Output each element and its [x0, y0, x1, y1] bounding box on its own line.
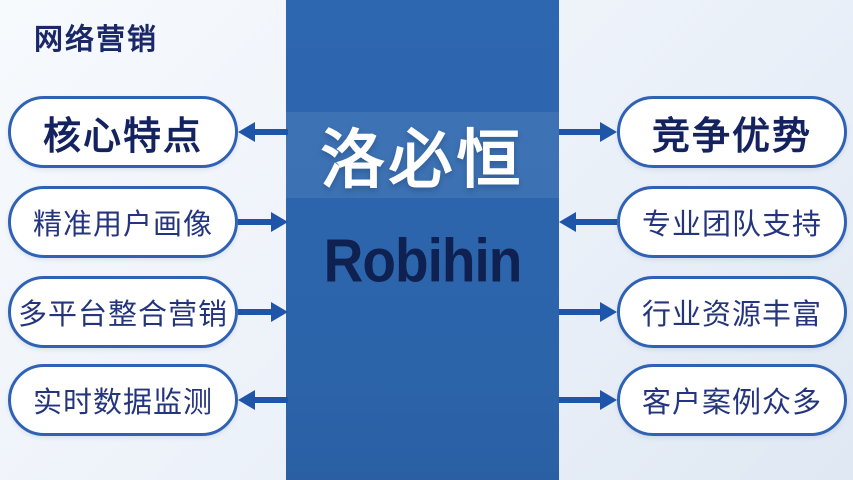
pill-core-features-label: 核心特点	[42, 115, 203, 158]
arrow-head-icon	[600, 390, 617, 410]
arrow-professional-team	[559, 212, 617, 232]
arrow-shaft	[250, 397, 288, 403]
arrow-shaft	[238, 219, 276, 225]
arrow-customer-cases	[559, 390, 617, 410]
arrow-head-icon	[271, 302, 288, 322]
arrow-user-profiling	[238, 212, 288, 232]
arrow-head-icon	[600, 122, 617, 142]
page-title: 网络营销	[34, 24, 159, 56]
brand-logo-robihin: Robihin	[323, 225, 523, 295]
pill-user-profiling-label: 精准用户画像	[32, 209, 213, 241]
pill-multi-platform-marketing-label: 多平台整合营销	[17, 299, 228, 331]
arrow-shaft	[571, 219, 617, 225]
arrow-shaft	[559, 129, 605, 135]
brand-highlight-band	[286, 112, 559, 198]
pill-customer-cases: 客户案例众多	[617, 364, 847, 436]
arrow-head-icon	[559, 212, 576, 232]
brand-name-chinese: 洛必恒	[320, 124, 525, 196]
arrow-competitive-advantage	[559, 122, 617, 142]
arrow-head-icon	[271, 212, 288, 232]
pill-user-profiling: 精准用户画像	[8, 186, 238, 258]
pill-professional-team: 专业团队支持	[617, 186, 847, 258]
arrow-shaft	[559, 309, 605, 315]
arrow-head-icon	[238, 390, 255, 410]
arrow-industry-resources	[559, 302, 617, 322]
arrow-multi-platform-marketing	[238, 302, 288, 322]
pill-industry-resources: 行业资源丰富	[617, 276, 847, 348]
pill-customer-cases-label: 客户案例众多	[641, 387, 822, 419]
pill-multi-platform-marketing: 多平台整合营销	[8, 276, 238, 348]
center-brand-column: 洛必恒 Robihin	[286, 0, 559, 480]
pill-industry-resources-label: 行业资源丰富	[641, 299, 822, 331]
arrow-head-icon	[600, 302, 617, 322]
arrow-head-icon	[238, 122, 255, 142]
arrow-shaft	[559, 397, 605, 403]
pill-competitive-advantage: 竞争优势	[617, 96, 847, 168]
arrow-shaft	[238, 309, 276, 315]
pill-core-features: 核心特点	[8, 96, 238, 168]
arrow-core-features	[238, 122, 288, 142]
pill-realtime-data-monitoring: 实时数据监测	[8, 364, 238, 436]
pill-competitive-advantage-label: 竞争优势	[651, 115, 812, 158]
pill-professional-team-label: 专业团队支持	[641, 209, 822, 241]
pill-realtime-data-monitoring-label: 实时数据监测	[32, 387, 213, 419]
arrow-shaft	[250, 129, 288, 135]
arrow-realtime-data-monitoring	[238, 390, 288, 410]
